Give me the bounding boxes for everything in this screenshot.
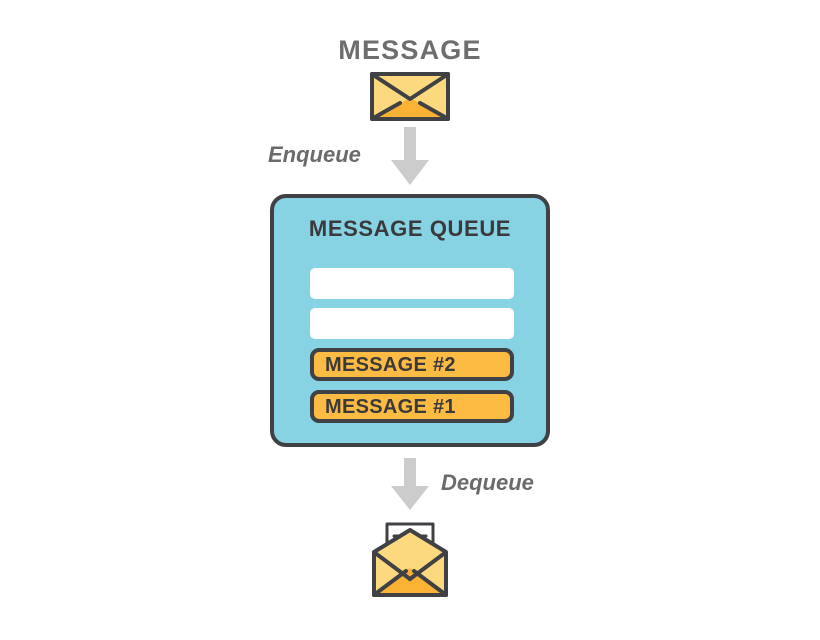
arrow-down-icon-enqueue [391, 127, 429, 185]
queue-slot-list: MESSAGE #2 MESSAGE #1 [310, 268, 514, 432]
arrow-down-icon-dequeue [391, 458, 429, 510]
dequeue-label: Dequeue [441, 470, 534, 495]
queue-slot-message[interactable]: MESSAGE #1 [310, 390, 514, 423]
queue-slot-label: MESSAGE #1 [325, 395, 456, 418]
open-envelope-with-letter-icon [370, 522, 450, 598]
queue-title: MESSAGE QUEUE [308, 216, 512, 241]
queue-slot-empty[interactable] [310, 268, 514, 299]
message-queue-container: MESSAGE QUEUE MESSAGE #2 MESSAGE #1 [270, 194, 550, 447]
queue-slot-label: MESSAGE #2 [325, 353, 456, 376]
enqueue-label: Enqueue [268, 142, 361, 167]
page-title: MESSAGE [338, 35, 482, 65]
queue-slot-message[interactable]: MESSAGE #2 [310, 348, 514, 381]
queue-slot-empty[interactable] [310, 308, 514, 339]
closed-envelope-icon [370, 72, 450, 121]
